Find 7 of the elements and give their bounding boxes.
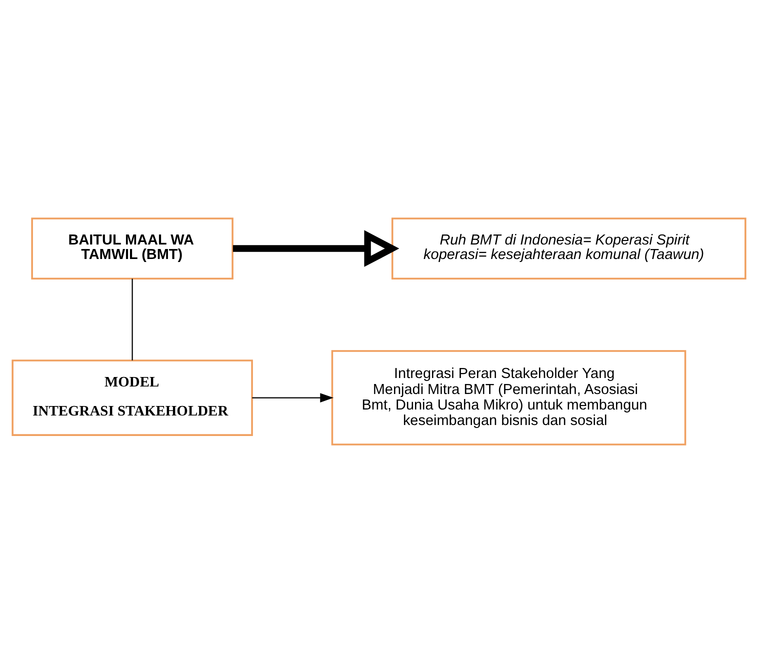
node-box: Ruh BMT di Indonesia= Koperasi Spirit koperasi= kesejahteraan komunal (Taawun) <box>391 218 746 280</box>
node-box: MODEL INTEGRASI STAKEHOLDER <box>12 360 253 436</box>
node-box: Intregrasi Peran Stakeholder Yang Menjadi Mitra BMT (Pemerintah, Asosiasi Bmt, Dunia Usaha Mikro) untuk membangun keseimbangan bisnis dan sosial <box>331 350 686 446</box>
node-box: BAITUL MAAL WA TAMWIL (BMT) <box>31 218 234 280</box>
connector <box>132 278 133 360</box>
arrow <box>252 393 334 402</box>
arrow <box>232 230 400 267</box>
